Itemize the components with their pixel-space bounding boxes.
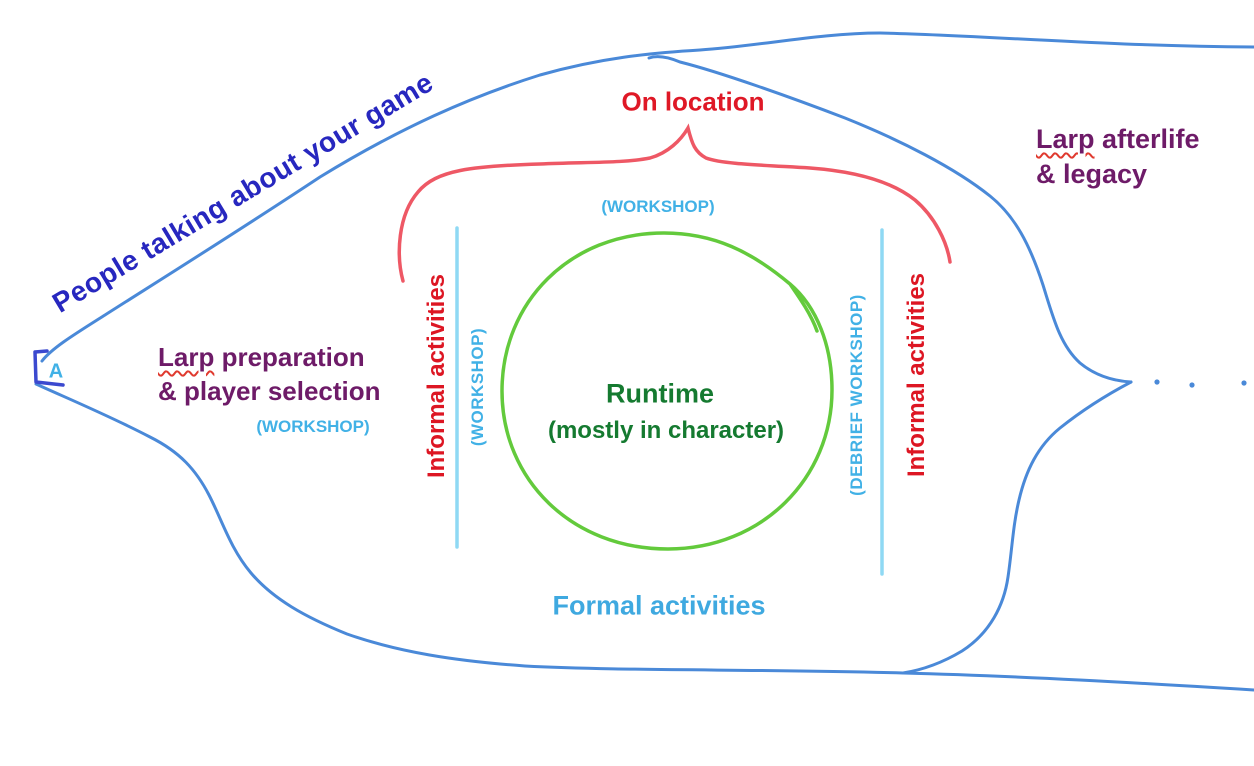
eye-top-curve <box>40 31 1254 363</box>
larp-afterlife-label: Larp afterlife & legacy <box>1036 122 1200 192</box>
informal-activities-right: Informal activities <box>903 272 930 478</box>
larp-preparation-label: Larp preparation & player selection <box>158 341 381 409</box>
informal-activities-left: Informal activities <box>423 273 450 479</box>
workshop-label-preparation: (WORKSHOP) <box>256 417 370 436</box>
debrief-workshop-label-vertical: (DEBRIEF WORKSHOP) <box>847 294 866 496</box>
workshop-label-top: (WORKSHOP) <box>601 197 715 216</box>
runtime-circle <box>500 231 834 551</box>
formal-activities-label: Formal activities <box>552 590 766 621</box>
larp-afterlife-line2: & legacy <box>1036 159 1148 190</box>
on-location-label: On location <box>621 86 765 117</box>
misspelled-word: Larp <box>158 342 215 372</box>
eye-bottom-curve <box>34 382 1254 692</box>
trailing-dots <box>1154 379 1247 388</box>
larp-preparation-line1: Larp preparation <box>158 342 365 372</box>
start-bracket-mark <box>33 349 65 387</box>
larp-preparation-line2: & player selection <box>158 375 381 406</box>
misspelled-word: Larp <box>1036 124 1095 154</box>
start-marker-label: A <box>48 360 64 383</box>
right-tip-lower-curve <box>901 380 1133 675</box>
larp-afterlife-line1: Larp afterlife <box>1036 124 1200 154</box>
workshop-label-left-vertical: (WORKSHOP) <box>468 327 487 447</box>
runtime-subtitle: (mostly in character) <box>547 417 785 444</box>
runtime-title: Runtime <box>606 378 714 409</box>
right-tip-upper-curve <box>647 55 1133 384</box>
on-location-brace <box>397 123 952 283</box>
